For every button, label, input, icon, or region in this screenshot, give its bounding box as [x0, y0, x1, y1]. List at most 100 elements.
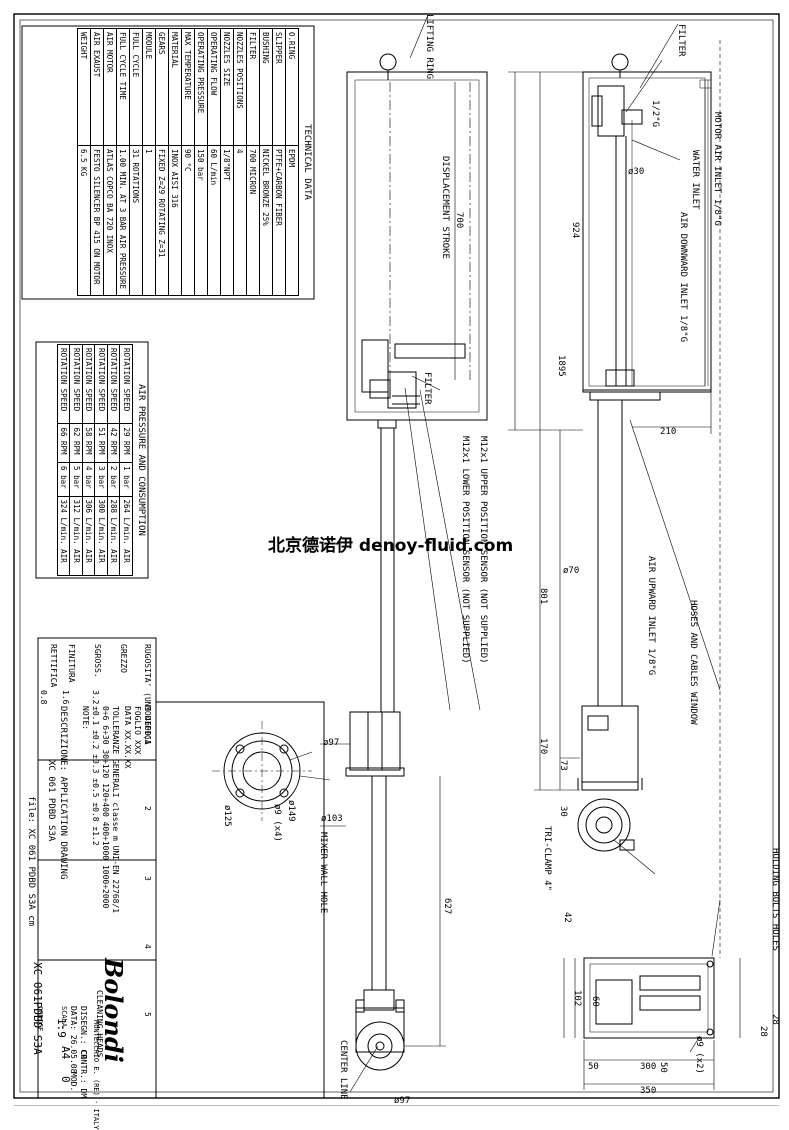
air-cell-a: ROTATION SPEED: [70, 344, 83, 424]
air-cell-d: 306 L/min. AIR: [82, 496, 95, 576]
tech-value: 31 ROTATIONS: [129, 145, 143, 296]
tech-value: FIXED Z=29 ROTATING Z=31: [155, 145, 169, 296]
air-cell-a: ROTATION SPEED: [120, 344, 133, 424]
air-cell-a: ROTATION SPEED: [95, 344, 108, 424]
dim-phi149: ø149: [286, 800, 296, 822]
tech-value: 700 MICRON: [246, 145, 260, 296]
bottom-rule: [14, 1105, 779, 1106]
tb-m1: 1: [143, 740, 152, 745]
air-cell-d: 300 L/min. AIR: [95, 496, 108, 576]
dim-627: 627: [442, 898, 452, 915]
tech-key: FULL CYCLE TIME: [116, 28, 130, 146]
shaft-front-view: [345, 428, 405, 1071]
sheet-inner-frame: [19, 19, 774, 1093]
air-cell-c: 5 bar: [70, 462, 83, 497]
label-air-downward-inlet: AIR DOWNWARD INLET 1/8"G: [678, 212, 688, 343]
dim-28a: 28: [770, 1014, 780, 1025]
tb-tol-ranges: 0÷6 6÷30 30÷120 120÷400 400÷1000 1000÷20…: [101, 706, 110, 909]
air-cell-a: ROTATION SPEED: [82, 344, 95, 424]
tb-xxx: XXX: [133, 740, 142, 755]
air-pressure-box: [35, 341, 149, 579]
tech-key: GEARS: [155, 28, 169, 146]
dim-phi9x4: ø9 (x4): [272, 804, 282, 842]
dimension-lines: [289, 14, 741, 1093]
label-filter-top: FILTER: [676, 24, 686, 57]
tech-value: PTFE+CARBON FIBER: [272, 145, 286, 296]
dim-924: 924: [570, 222, 580, 239]
dim-50a: 50: [658, 1062, 668, 1073]
air-cell-d: 264 L/min. AIR: [120, 496, 133, 576]
air-cell-a: ROTATION SPEED: [107, 344, 120, 424]
tech-value: ATLAS COPCO BA 720 INOX: [103, 145, 117, 296]
tb-tol-vals: ±0.1 ±0.2 ±0.3 ±0.5 ±0.8 ±1.2: [91, 706, 100, 846]
dim-350: 350: [640, 1086, 657, 1096]
air-cell-b: 29 RPM: [120, 423, 133, 463]
tech-value: 60 L/min: [207, 145, 221, 296]
base-plate: [583, 957, 715, 1039]
tech-value: INOX AISI 316: [168, 145, 182, 296]
label-air-upward-inlet: AIR UPWARD INLET 1/8"G: [646, 556, 656, 676]
dim-28b: 28: [758, 1026, 768, 1037]
air-cell-c: 1 bar: [120, 462, 133, 497]
air-cell-a: ROTATION SPEED: [57, 344, 70, 424]
label-pipe-thread: 1/2"G: [650, 100, 660, 128]
dim-42: 42: [562, 912, 572, 923]
tech-key: O.RING: [285, 28, 299, 146]
tech-key: AIR EXAUST: [90, 28, 104, 146]
tech-key: MATERIAL: [168, 28, 182, 146]
tb-data-val: XX.XX.XX: [123, 730, 132, 769]
tb-m5: 5: [143, 1012, 152, 1017]
tech-key: OPERATING FLOW: [207, 28, 221, 146]
tech-value: 4: [233, 145, 247, 296]
tb-m4: 4: [143, 944, 152, 949]
dim-73: 73: [558, 760, 568, 771]
tb-m2: 2: [143, 806, 152, 811]
tb-file: file: XC 061 PDBD S3A cm: [26, 796, 36, 927]
tb-data2: DATA: 26.05.08: [69, 1006, 78, 1074]
label-displacement-val: 700: [454, 212, 464, 229]
air-cell-b: 51 RPM: [95, 423, 108, 463]
tb-descr2: XC 061 PDBD S3A: [46, 760, 56, 842]
dim-801: 801: [538, 588, 548, 605]
tech-value: 6.5 KG: [77, 145, 91, 296]
dim-phi70: ø70: [563, 566, 580, 576]
tech-value: EPDM: [285, 145, 299, 296]
tb-sgross: SGROSS.: [93, 644, 102, 678]
tb-data-lbl: DATA: [123, 706, 132, 726]
label-filter-mid: FILTER: [422, 372, 432, 405]
dim-60: 60: [590, 996, 600, 1007]
tb-m3: 3: [143, 876, 152, 881]
dim-300: 300: [640, 1062, 657, 1072]
label-lifting-ring: LIFTING RING: [424, 14, 434, 80]
tb-note: NOTE:: [81, 706, 90, 731]
tech-value: NICKEL BRONZE 25%: [259, 145, 273, 296]
tech-value: 1: [142, 145, 156, 296]
technical-data-title: TECHNICAL DATA: [302, 124, 312, 200]
tech-key: NOZZLES POSITIONS: [233, 28, 247, 146]
dim-170: 170: [538, 738, 548, 755]
tb-v08: 0.8: [39, 690, 48, 705]
tb-scala: 1:9: [55, 1018, 68, 1038]
dim-50b: 50: [588, 1062, 599, 1072]
tech-key: NOZZLES SIZE: [220, 28, 234, 146]
air-cell-b: 58 RPM: [82, 423, 95, 463]
